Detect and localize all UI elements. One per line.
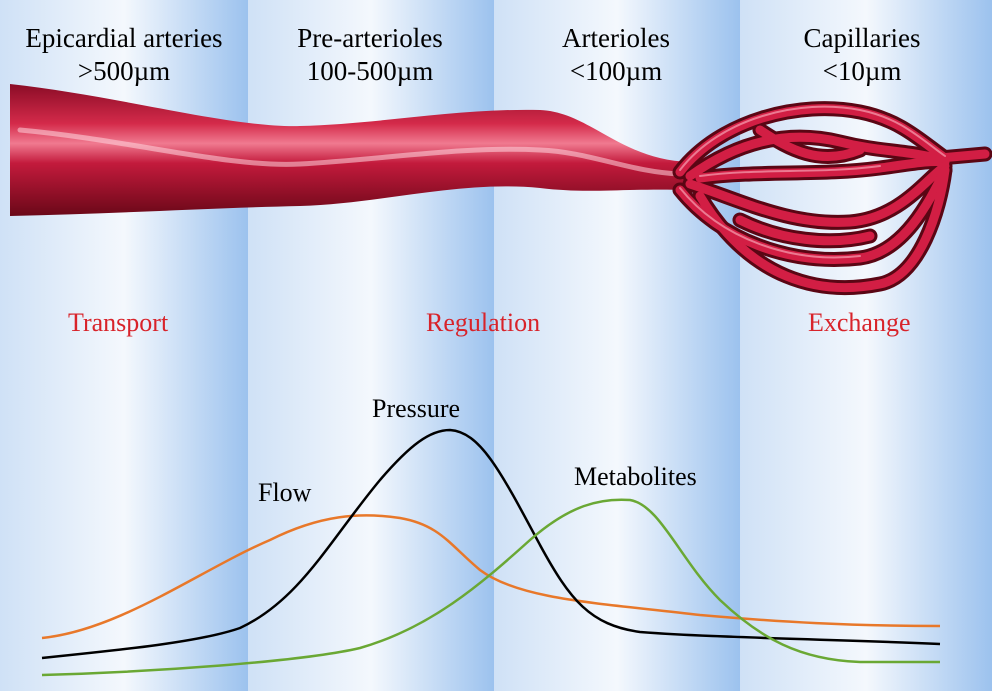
role-label-exchange: Exchange (808, 308, 911, 337)
zone-title-capillaries: Capillaries <10µm (738, 22, 986, 88)
curve-label-metabolites: Metabolites (574, 462, 697, 491)
curve-label-flow: Flow (258, 478, 312, 507)
zone-size: >500µm (77, 56, 171, 86)
zone-band-arterioles (494, 0, 740, 691)
flow-curve (41, 514, 941, 640)
zone-name: Epicardial arteries (25, 23, 223, 53)
zone-band-capillaries (740, 0, 992, 691)
zone-name: Capillaries (803, 23, 921, 53)
zone-size: 100-500µm (306, 56, 434, 86)
role-label-regulation: Regulation (426, 308, 541, 337)
zone-name: Arterioles (562, 23, 670, 53)
zone-title-prearterioles: Pre-arterioles 100-500µm (246, 22, 494, 88)
pressure-curve (41, 428, 941, 660)
metabolites-curve (41, 498, 940, 677)
zone-size: <10µm (822, 56, 902, 86)
capillary-network (672, 101, 992, 296)
role-label-transport: Transport (68, 308, 169, 337)
vessel-trunk (10, 84, 690, 216)
zone-band-prearterioles (248, 0, 494, 691)
zone-title-epicardial: Epicardial arteries >500µm (0, 22, 248, 88)
zone-name: Pre-arterioles (297, 23, 443, 53)
vessel-highlight (17, 127, 683, 177)
zone-size: <100µm (569, 56, 663, 86)
curve-label-pressure: Pressure (372, 394, 461, 423)
zone-title-arterioles: Arterioles <100µm (492, 22, 740, 88)
